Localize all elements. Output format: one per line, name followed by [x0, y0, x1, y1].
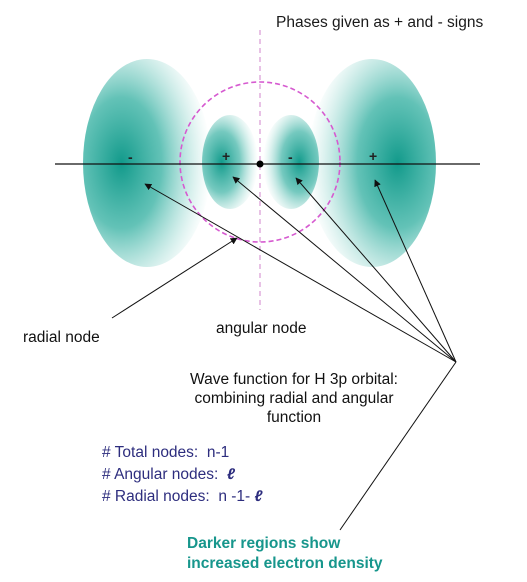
radial-node-label: radial node [23, 329, 100, 346]
radial-nodes-value: n -1- [218, 488, 251, 505]
total-nodes-value: n-1 [206, 444, 230, 461]
density-note-line-2: increased electron density [187, 554, 383, 572]
angular-nodes-prefix: # Angular nodes: [102, 466, 219, 483]
nucleus-dot [256, 160, 264, 168]
radial-node-circle [179, 81, 341, 243]
angular-nodes-rule: # Angular nodes: ℓ [102, 464, 263, 486]
node-rules: # Total nodes: n-1 # Angular nodes: ℓ # … [102, 442, 263, 508]
inner-right-lobe [263, 115, 319, 209]
angular-node-label: angular node [216, 320, 307, 337]
density-arrow-inner-left [232, 176, 457, 363]
total-nodes-prefix: # Total nodes: [102, 444, 199, 461]
density-arrow-stem [339, 361, 457, 531]
density-arrow-outer-left [144, 183, 457, 363]
density-note-line-1: Darker regions show [187, 535, 341, 552]
wave-function-line-1: Wave function for H 3p orbital: [190, 371, 398, 388]
density-arrow-outer-right [374, 179, 457, 363]
radial-node-arrow [111, 237, 238, 319]
phase-sign-inner-right: - [288, 149, 293, 165]
phase-sign-inner-left: + [222, 148, 231, 164]
density-arrow-inner-right [295, 177, 457, 363]
radial-nodes-rule: # Radial nodes: n -1- ℓ [102, 486, 263, 508]
wave-function-line-2: combining radial and angular [194, 390, 394, 408]
radial-nodes-prefix: # Radial nodes: [102, 488, 210, 505]
angular-nodes-value: ℓ [226, 466, 235, 483]
outer-left-lobe [83, 59, 211, 267]
outer-right-lobe [308, 59, 436, 267]
density-note: Darker regions show increased electron d… [187, 534, 383, 573]
radial-nodes-ell: ℓ [254, 488, 263, 505]
phase-sign-outer-right: + [369, 148, 378, 164]
total-nodes-rule: # Total nodes: n-1 [102, 442, 263, 464]
wave-function-caption: Wave function for H 3p orbital: combinin… [124, 370, 464, 428]
diagram-title: Phases given as + and - signs [276, 14, 484, 31]
phase-sign-outer-left: - [128, 149, 133, 165]
wave-function-line-3: function [266, 409, 322, 427]
